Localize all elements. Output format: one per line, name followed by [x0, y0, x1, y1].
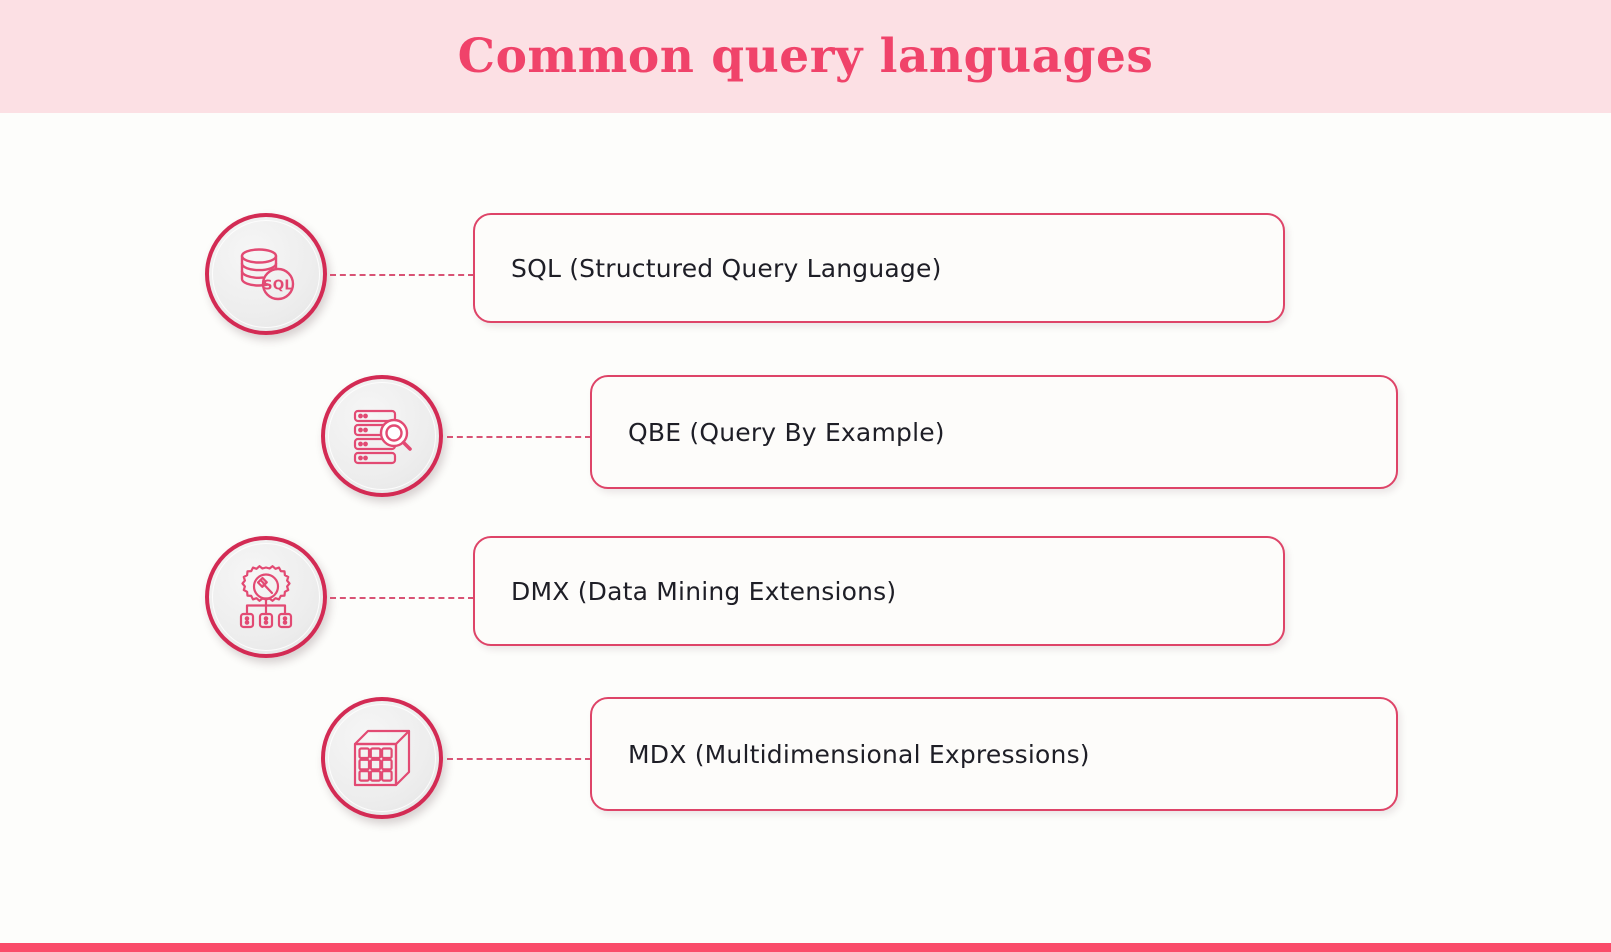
- rows-container: SQL SQL (Structured Query Language): [0, 113, 1611, 943]
- connector-line: [330, 597, 474, 599]
- svg-text:SQL: SQL: [263, 278, 294, 294]
- gear-pickaxe-data-mining-icon[interactable]: [205, 536, 327, 658]
- bottom-accent-bar: [0, 943, 1611, 952]
- multidimensional-cube-icon[interactable]: [321, 697, 443, 819]
- connector-line: [447, 436, 591, 438]
- list-item-label: QBE (Query By Example): [628, 417, 945, 447]
- header-band: Common query languages: [0, 0, 1611, 113]
- gear-pickaxe-data-mining-icon-glyph: [239, 565, 293, 629]
- sql-database-icon-glyph: SQL: [240, 248, 295, 301]
- label-box[interactable]: MDX (Multidimensional Expressions): [590, 697, 1398, 811]
- label-box[interactable]: SQL (Structured Query Language): [473, 213, 1285, 323]
- connector-line: [330, 274, 474, 276]
- list-item-label: DMX (Data Mining Extensions): [511, 576, 897, 606]
- list-item-label: SQL (Structured Query Language): [511, 253, 942, 283]
- server-stack-search-icon[interactable]: [321, 375, 443, 497]
- label-box[interactable]: DMX (Data Mining Extensions): [473, 536, 1285, 646]
- page-title: Common query languages: [457, 29, 1154, 84]
- connector-line: [447, 758, 591, 760]
- server-stack-search-icon-glyph: [353, 409, 412, 465]
- list-item-label: MDX (Multidimensional Expressions): [628, 739, 1090, 769]
- multidimensional-cube-icon-glyph: [353, 729, 411, 787]
- label-box[interactable]: QBE (Query By Example): [590, 375, 1398, 489]
- sql-database-icon[interactable]: SQL: [205, 213, 327, 335]
